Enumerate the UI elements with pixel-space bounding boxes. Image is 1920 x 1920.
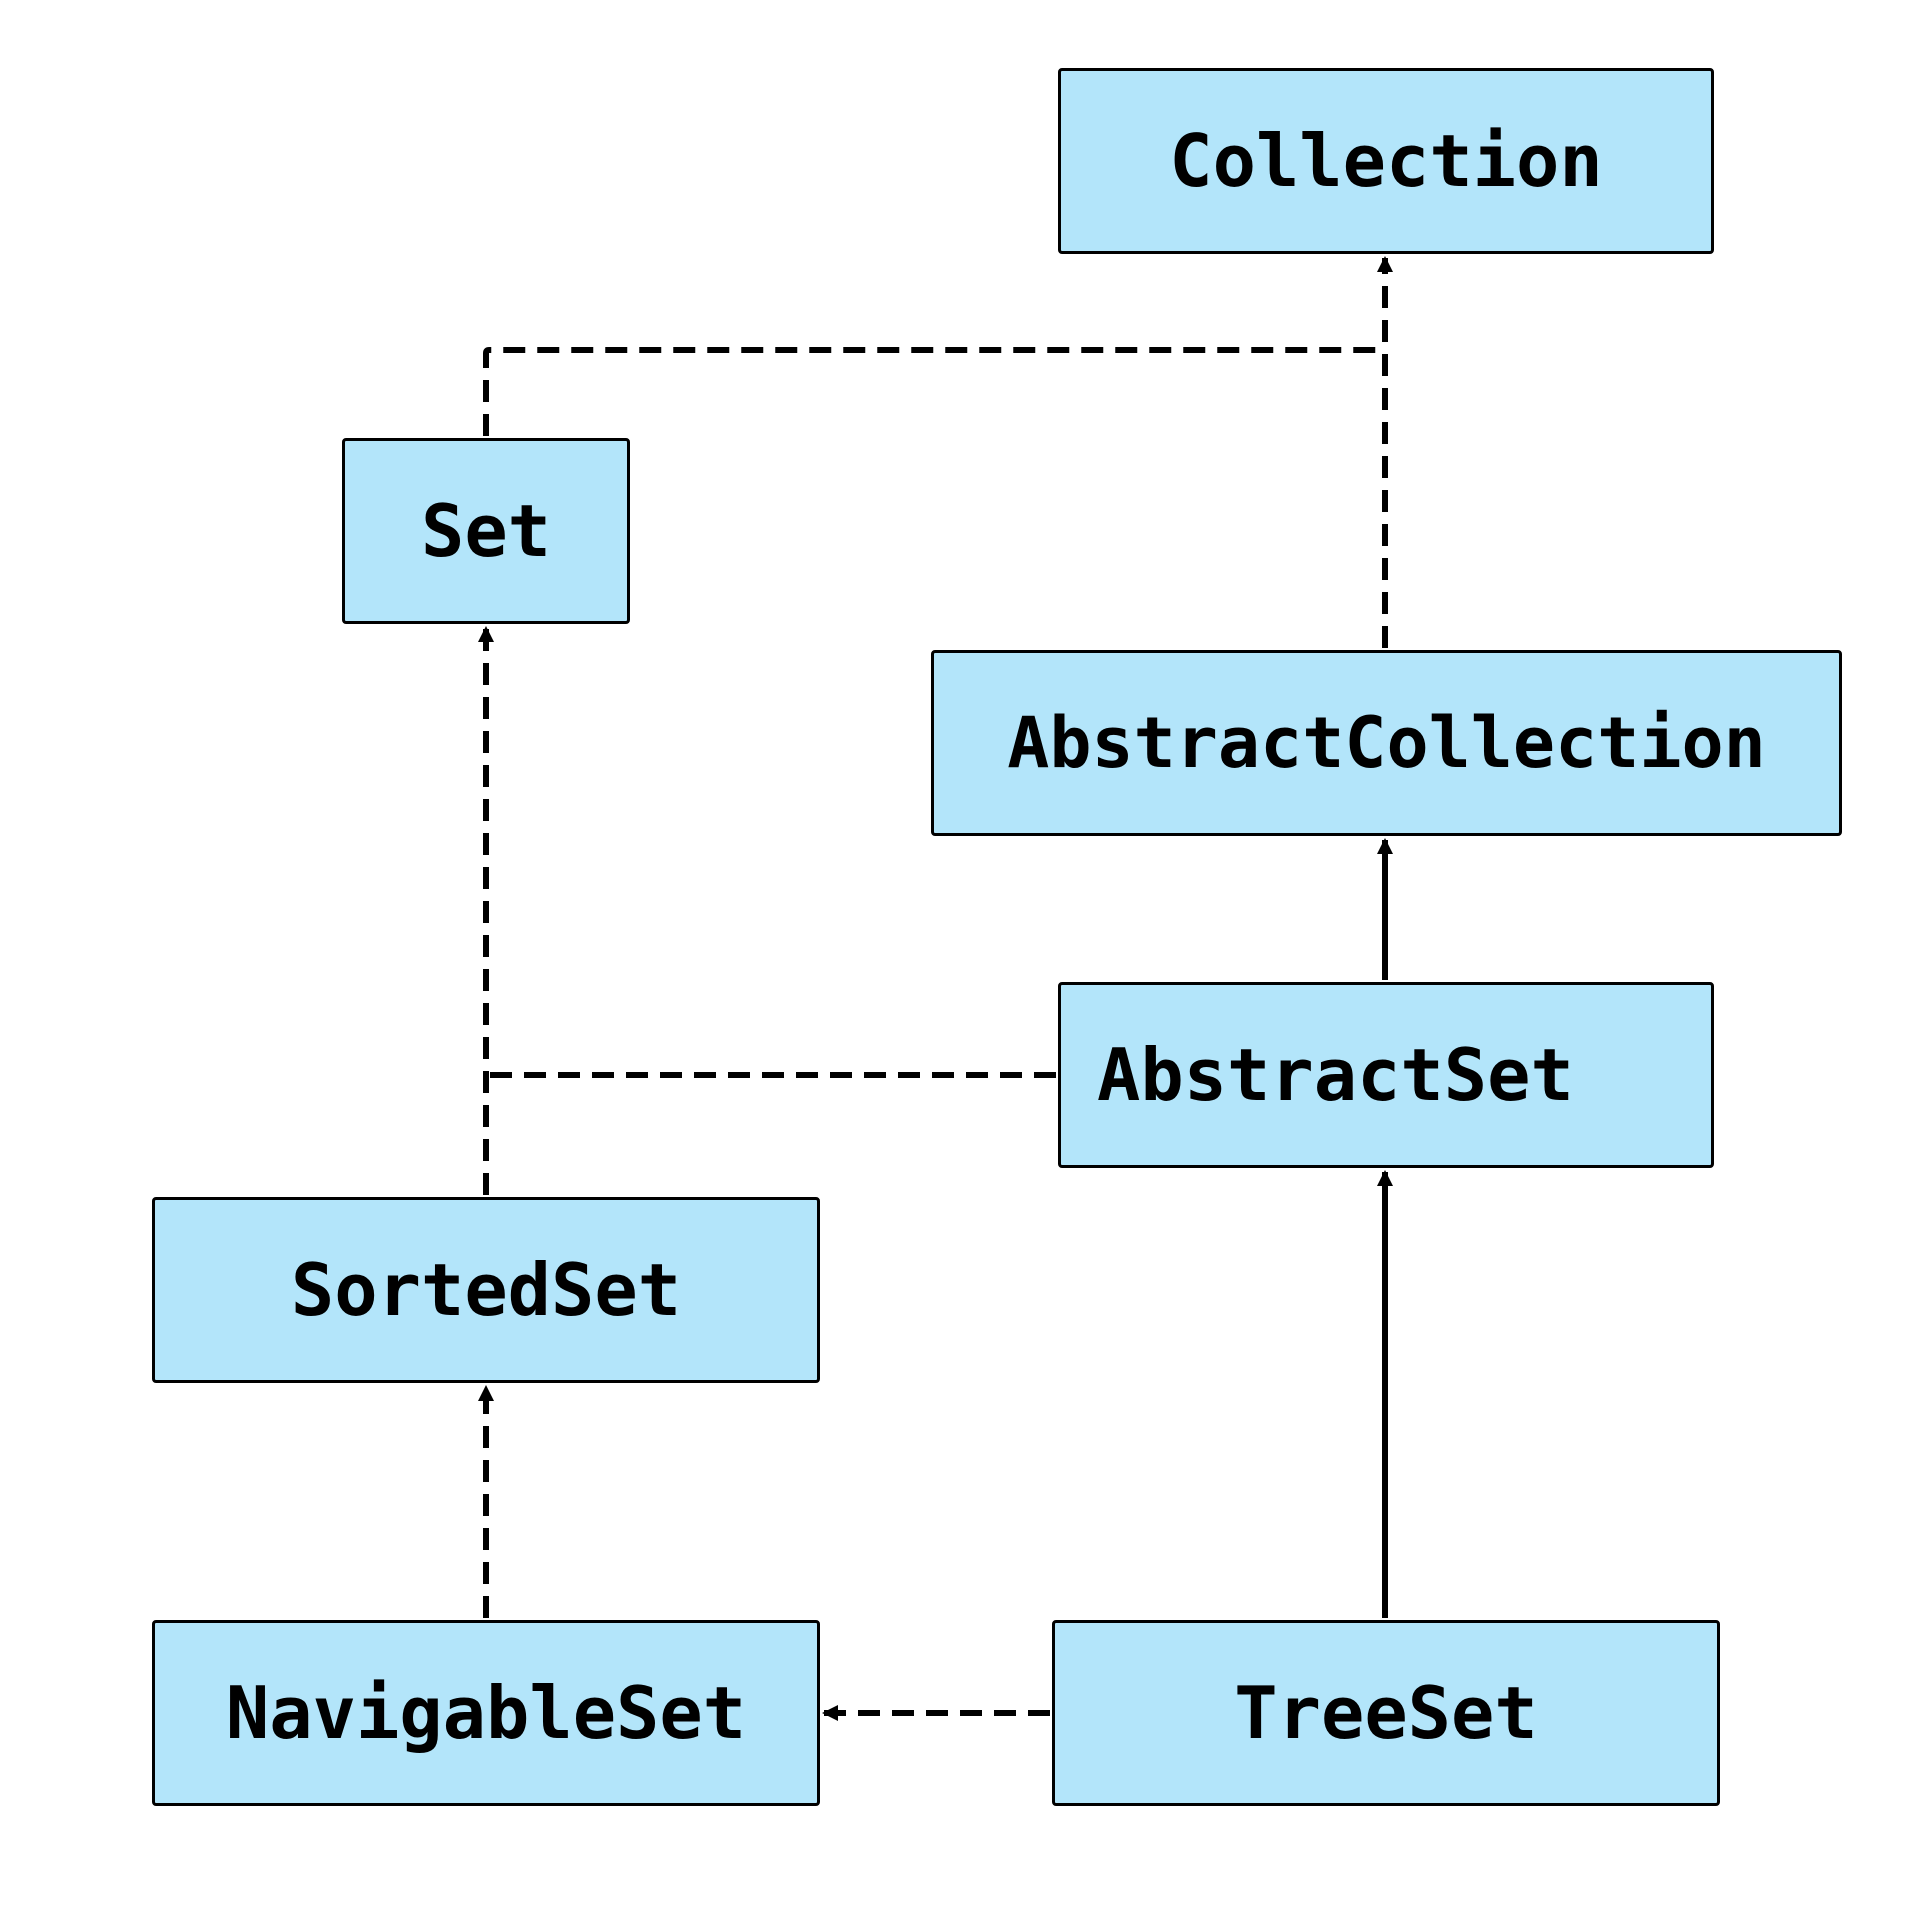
node-tree-set-label: TreeSet bbox=[1234, 1671, 1538, 1755]
node-abstract-collection-label: AbstractCollection bbox=[1007, 702, 1766, 784]
node-collection-label: Collection bbox=[1169, 119, 1603, 203]
node-abstract-set-label: AbstractSet bbox=[1097, 1033, 1574, 1117]
node-collection: Collection bbox=[1058, 68, 1714, 254]
node-navigable-set: NavigableSet bbox=[152, 1620, 820, 1806]
node-sorted-set: SortedSet bbox=[152, 1197, 820, 1383]
node-abstract-set: AbstractSet bbox=[1058, 982, 1714, 1168]
edge-set-to-collection bbox=[483, 347, 1385, 436]
node-set-label: Set bbox=[420, 489, 552, 573]
node-sorted-set-label: SortedSet bbox=[290, 1248, 682, 1332]
node-navigable-set-label: NavigableSet bbox=[225, 1671, 747, 1755]
node-abstract-collection: AbstractCollection bbox=[931, 650, 1842, 836]
node-tree-set: TreeSet bbox=[1052, 1620, 1720, 1806]
node-set: Set bbox=[342, 438, 630, 624]
